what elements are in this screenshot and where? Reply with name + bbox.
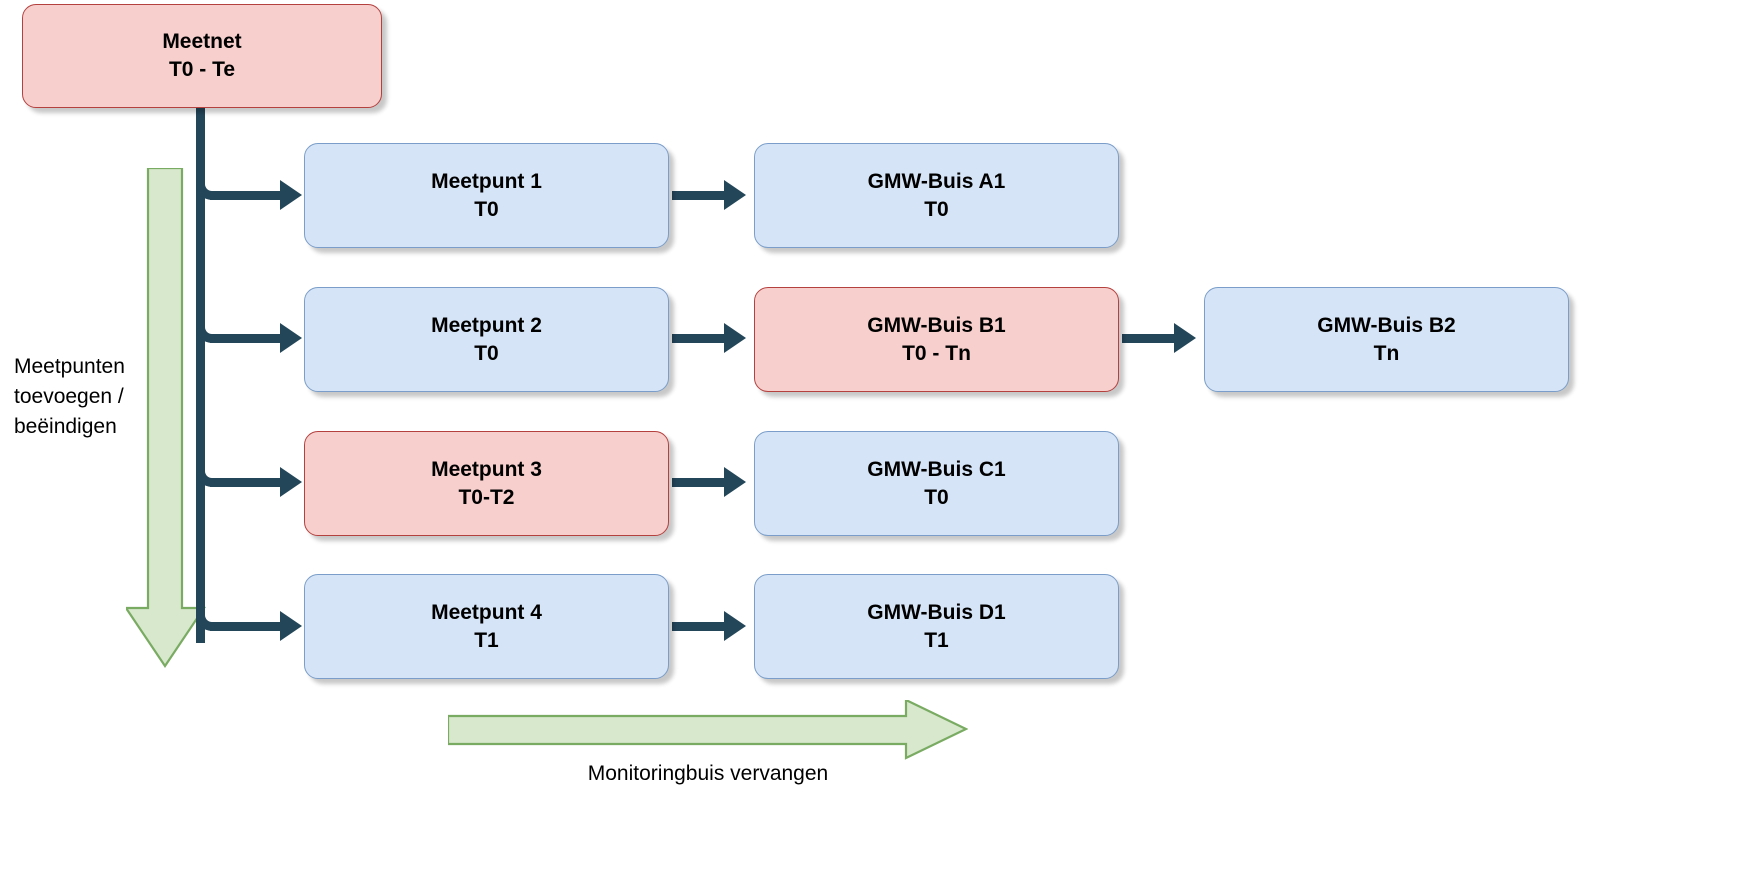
monitoringbuis-right-arrow [448,700,968,760]
meetpunten-down-arrow [126,168,207,668]
node-gmw-buis-a1-title: GMW-Buis A1 [867,169,1006,193]
node-meetpunt-4-title: Meetpunt 4 [431,600,542,624]
node-gmw-buis-b2[interactable]: GMW-Buis B2 Tn [1204,287,1569,392]
node-meetpunt-2[interactable]: Meetpunt 2 T0 [304,287,669,392]
node-meetpunt-2-period: T0 [474,341,499,365]
node-gmw-buis-c1-period: T0 [924,485,949,509]
meetpunten-arrow-label: Meetpunten toevoegen / beëindigen [14,352,136,441]
branch-arrowhead-row3 [280,467,302,497]
branch-arrowhead-row2 [280,323,302,353]
node-gmw-buis-a1[interactable]: GMW-Buis A1 T0 [754,143,1119,248]
branch-line-row2 [210,334,284,343]
connector-line-mp1-a1 [672,191,728,200]
node-meetpunt-1[interactable]: Meetpunt 1 T0 [304,143,669,248]
node-meetpunt-3[interactable]: Meetpunt 3 T0-T2 [304,431,669,536]
connector-arrowhead-b1-b2 [1174,323,1196,353]
node-gmw-buis-d1[interactable]: GMW-Buis D1 T1 [754,574,1119,679]
trunk-vertical-line [196,104,205,643]
node-meetpunt-4[interactable]: Meetpunt 4 T1 [304,574,669,679]
node-meetnet-title: Meetnet [162,30,242,54]
connector-arrowhead-mp3-c1 [724,467,746,497]
branch-arrowhead-row4 [280,611,302,641]
meetpunten-arrow-label-line1: Meetpunten [14,355,125,378]
node-gmw-buis-b1[interactable]: GMW-Buis B1 T0 - Tn [754,287,1119,392]
node-meetpunt-1-title: Meetpunt 1 [431,169,542,193]
monitoringbuis-arrow-label: Monitoringbuis vervangen [587,762,829,785]
branch-line-row1 [210,191,284,200]
connector-arrowhead-mp2-b1 [724,323,746,353]
connector-line-mp3-c1 [672,478,728,487]
node-meetpunt-2-title: Meetpunt 2 [431,313,542,337]
node-meetnet-period: T0 - Te [168,58,236,81]
connector-line-b1-b2 [1122,334,1178,343]
meetpunten-arrow-label-line2: toevoegen / [14,384,124,408]
connector-line-mp2-b1 [672,334,728,343]
branch-line-row3 [210,478,284,487]
node-gmw-buis-b1-period: T0 - Tn [902,341,971,365]
node-gmw-buis-d1-title: GMW-Buis D1 [867,600,1006,624]
node-meetpunt-3-title: Meetpunt 3 [431,457,542,481]
connector-arrowhead-mp4-d1 [724,611,746,641]
meetpunten-arrow-label-line3: beëindigen [14,414,117,438]
node-gmw-buis-b1-title: GMW-Buis B1 [867,313,1006,337]
node-meetpunt-3-period: T0-T2 [458,485,515,509]
node-gmw-buis-a1-period: T0 [924,197,949,221]
node-meetpunt-4-period: T1 [474,628,499,652]
connector-arrowhead-mp1-a1 [724,180,746,210]
node-gmw-buis-d1-period: T1 [924,628,949,652]
node-gmw-buis-b2-period: Tn [1373,341,1400,365]
node-gmw-buis-c1-title: GMW-Buis C1 [867,457,1006,481]
node-meetnet[interactable]: Meetnet T0 - Te [22,4,382,108]
node-gmw-buis-c1[interactable]: GMW-Buis C1 T0 [754,431,1119,536]
node-meetpunt-1-period: T0 [474,197,499,221]
branch-arrowhead-row1 [280,180,302,210]
node-gmw-buis-b2-title: GMW-Buis B2 [1317,313,1456,337]
connector-line-mp4-d1 [672,622,728,631]
branch-line-row4 [210,622,284,631]
